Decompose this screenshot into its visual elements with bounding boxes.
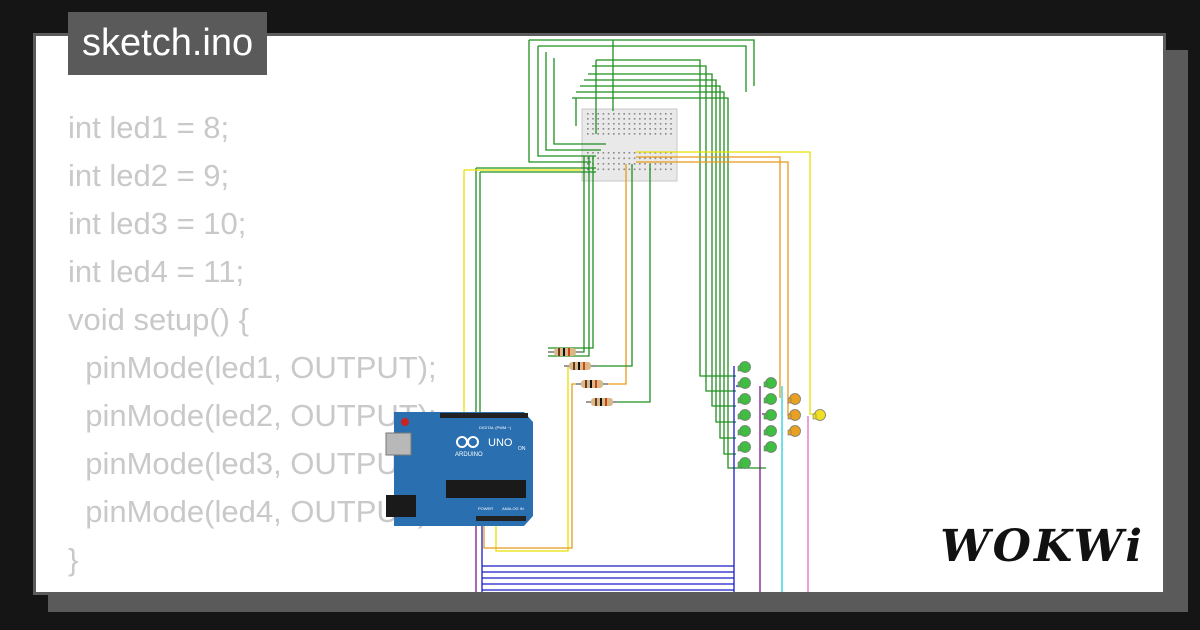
led[interactable] [737,425,751,437]
wire [481,526,483,592]
code-line: int led4 = 11; [68,254,245,289]
resistor-4[interactable] [586,398,618,406]
code-line: void loop() { [68,584,437,592]
wire [528,40,591,163]
atmega-chip [446,480,526,498]
reset-button[interactable] [401,418,409,426]
led[interactable] [763,425,777,437]
resistor-1[interactable] [548,348,581,356]
led[interactable] [787,393,801,405]
code-line: pinMode(led4, OUTPUT); [68,494,437,529]
wire [529,39,755,86]
power-jack [386,495,416,517]
wire [548,156,594,349]
wire [545,52,601,151]
wire [592,65,736,392]
wire [576,91,736,455]
digital-header [440,413,528,418]
led[interactable] [737,393,751,405]
usb-port [385,432,412,456]
led[interactable] [763,377,777,389]
code-line: int led2 = 9; [68,158,230,193]
circuit-diagram: UNO ARDUINO DIGITAL (PWM ~) POWER ANALOG… [385,39,826,592]
led[interactable] [812,409,826,421]
project-preview-card[interactable]: int led1 = 8; int led2 = 9; int led3 = 10;… [33,33,1166,595]
wire [618,164,651,403]
wokwi-logo: WOKWi [940,521,1145,572]
wire [584,79,736,423]
wire [608,164,627,385]
board-brand-label: ARDUINO [455,452,483,458]
code-line: int led3 = 10; [68,206,247,241]
led[interactable] [737,409,751,421]
wire [537,46,596,157]
analog-pins-label: ANALOG IN [502,506,524,511]
wire [596,164,633,367]
board-model-label: UNO [488,437,513,449]
led[interactable] [737,377,751,389]
wire [548,156,585,353]
led[interactable] [737,457,751,469]
power-pins-label: POWER [478,506,493,511]
code-line: pinMode(led1, OUTPUT); [68,350,437,385]
resistor-3[interactable] [576,380,608,388]
led[interactable] [787,409,801,421]
digital-pins-label: DIGITAL (PWM ~) [479,425,512,430]
code-line: pinMode(led3, OUTPUT); [68,446,437,481]
led-array [737,361,826,469]
file-tab[interactable]: sketch.ino [68,12,268,75]
led[interactable] [763,409,777,421]
wire [636,156,781,398]
resistor-2[interactable] [564,362,596,370]
led[interactable] [787,425,801,437]
power-led-label: ON [518,446,526,452]
led[interactable] [737,441,751,453]
wire [636,161,789,416]
wire [596,59,736,377]
led[interactable] [763,393,777,405]
analog-header [476,516,526,521]
code-preview: int led1 = 8; int led2 = 9; int led3 = 10;… [68,104,437,592]
wire [538,45,747,92]
wire [548,156,590,357]
code-line: int led1 = 8; [68,110,230,145]
code-line: } [68,542,79,577]
code-line: void setup() { [68,302,249,337]
led[interactable] [763,441,777,453]
wire [483,383,576,549]
arduino-logo-icon [456,436,479,448]
led[interactable] [737,361,751,373]
breadboard[interactable] [581,108,678,182]
arduino-uno-board[interactable]: UNO ARDUINO DIGITAL (PWM ~) POWER ANALOG… [385,412,533,526]
wire [636,151,816,415]
breadboard-holes [587,113,672,171]
wire [553,58,606,145]
